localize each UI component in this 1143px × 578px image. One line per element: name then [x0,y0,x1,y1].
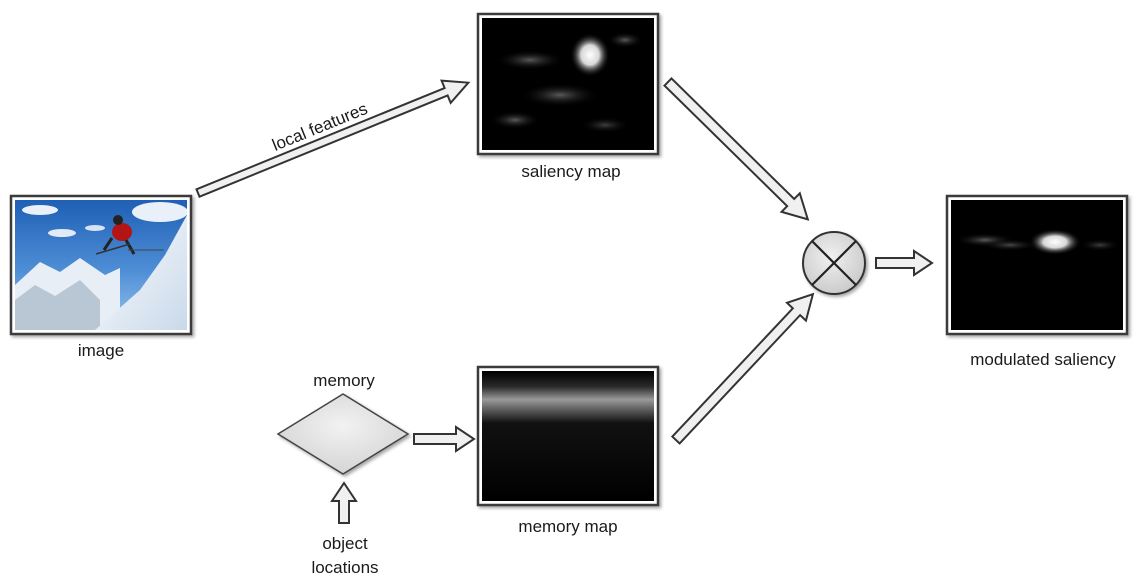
skier-figure [95,215,164,255]
object-locations-label-line2: locations [311,558,378,577]
local-features-arrow [195,79,471,199]
multiply-icon [802,231,866,295]
memory-label: memory [313,371,375,390]
saliency-map-label: saliency map [521,162,620,181]
memory-to-multiply-arrow [670,292,815,445]
memory-node [276,393,410,475]
saliency-to-multiply-arrow [663,77,810,221]
object-locations-label-line1: object [322,534,368,553]
object-locations-arrow [330,481,358,524]
memory-map [476,365,660,507]
modulated-saliency-map [945,194,1129,336]
memory-map-label: memory map [518,517,617,536]
modulated-saliency-label: modulated saliency [970,350,1116,369]
image-label: image [78,341,124,360]
input-image [9,194,193,336]
multiply-to-output-arrow [875,249,934,277]
ski-photo [15,200,188,330]
memory-to-map-arrow [413,425,476,453]
saliency-map [476,12,660,156]
